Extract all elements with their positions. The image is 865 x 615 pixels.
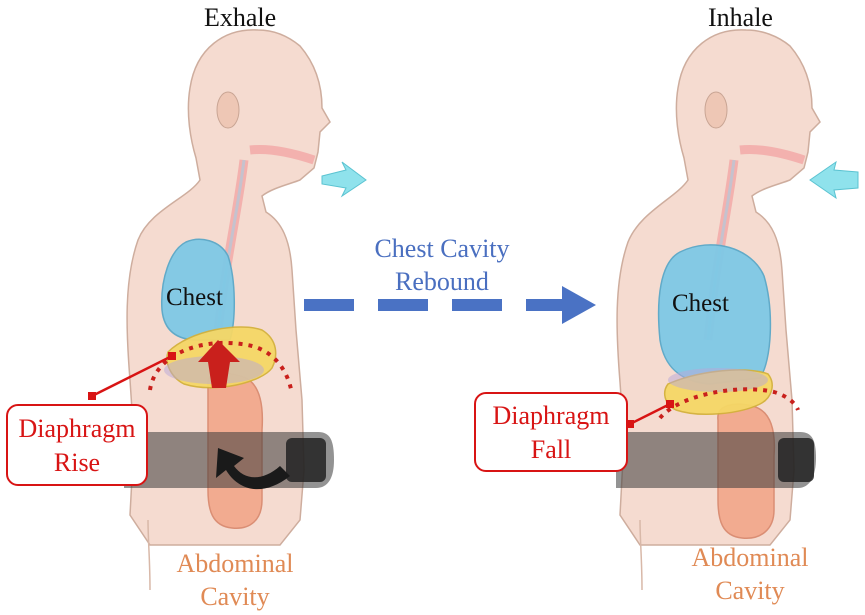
exhale-abdominal-line1: Abdominal: [176, 549, 294, 578]
inhale-air-arrow: [809, 160, 859, 200]
inhale-ear: [704, 91, 728, 129]
exhale-air-arrow: [321, 161, 367, 198]
diaphragm-rise-arrow: [198, 340, 240, 388]
inhale-sensor: [778, 438, 814, 482]
exhale-chest-label: Chest: [166, 284, 223, 311]
transition-label-line1: Chest Cavity: [374, 234, 510, 263]
exhale-leader-line: [88, 352, 176, 400]
diaphragm-fall-line1: Diaphragm: [492, 401, 610, 430]
transition-arrow: [304, 286, 596, 324]
diaphragm-fall-box: Diaphragm Fall: [474, 392, 628, 472]
exhale-abdominal-line2: Cavity: [200, 582, 270, 611]
inhale-abdominal-label: Abdominal Cavity: [665, 541, 835, 607]
diaphragm-rise-line2: Rise: [53, 448, 101, 477]
exhale-abdominal-label: Abdominal Cavity: [150, 547, 320, 613]
diaphragm-rise-box: Diaphragm Rise: [6, 404, 148, 486]
exhale-title: Exhale: [204, 3, 277, 32]
diaphragm-fall-line2: Fall: [530, 435, 572, 464]
exhale-sensor: [286, 438, 326, 482]
transition-label-line2: Rebound: [395, 267, 489, 296]
exhale-compression-arrow: [216, 448, 290, 490]
transition-label: Chest Cavity Rebound: [352, 232, 532, 298]
inhale-leader-line: [626, 400, 674, 428]
inhale-belt: [616, 432, 816, 488]
inhale-abdominal-line2: Cavity: [715, 576, 785, 605]
diaphragm-rise-line1: Diaphragm: [18, 414, 136, 443]
inhale-figure: [616, 29, 859, 591]
exhale-figure: [124, 29, 367, 591]
inhale-diaphragm-dotted-arc: [658, 387, 800, 420]
inhale-chest-label: Chest: [672, 290, 729, 317]
inhale-abdominal-line1: Abdominal: [691, 543, 809, 572]
exhale-ear: [216, 91, 240, 129]
inhale-title: Inhale: [708, 3, 773, 32]
